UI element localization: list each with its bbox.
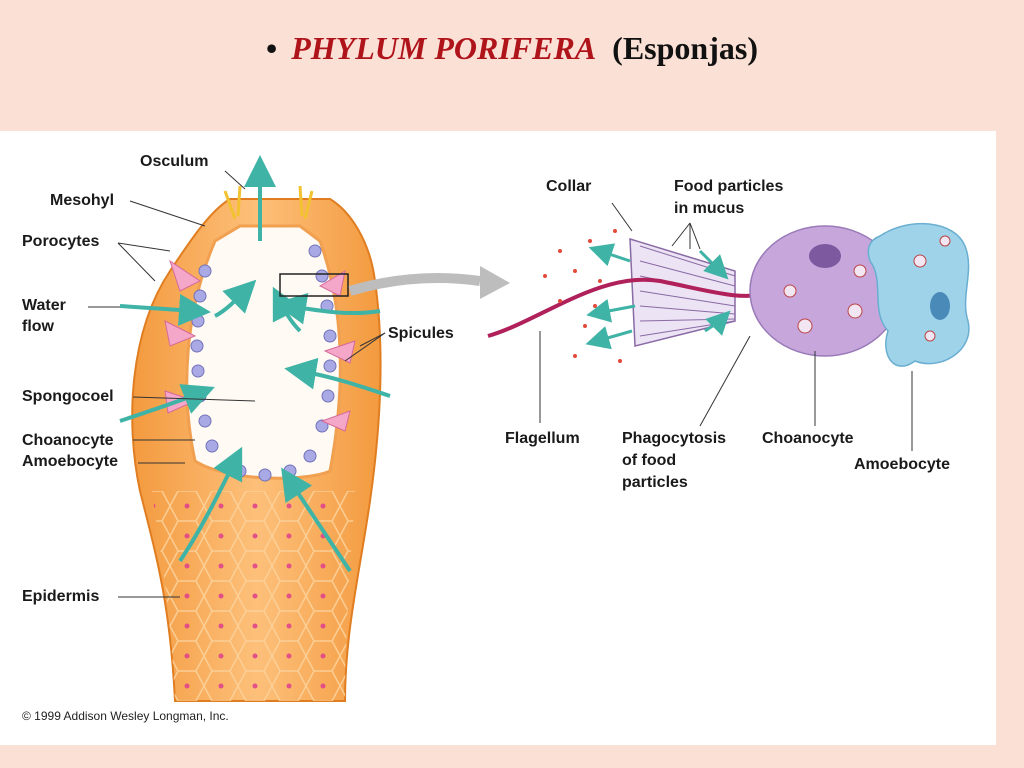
label-flagellum: Flagellum [505, 430, 580, 447]
label-porocytes: Porocytes [22, 233, 100, 250]
label-collar: Collar [546, 178, 592, 195]
label-mesohyl: Mesohyl [50, 192, 115, 209]
copyright-text: © 1999 Addison Wesley Longman, Inc. [22, 709, 229, 723]
label-food-particles-line1: Food particles [674, 178, 784, 195]
label-water-flow-line2: flow [22, 318, 54, 335]
label-spongocoel: Spongocoel [22, 388, 114, 405]
choanocyte-detail [487, 223, 970, 367]
label-spicules: Spicules [388, 325, 454, 342]
label-food-particles-line2: in mucus [674, 200, 745, 217]
title-subtitle: (Esponjas) [612, 30, 758, 66]
label-epidermis: Epidermis [22, 588, 100, 605]
label-osculum: Osculum [140, 153, 209, 170]
label-amoebocyte-left: Amoebocyte [22, 453, 119, 470]
slide-title: • PHYLUM PORIFERA (Esponjas) [0, 30, 1024, 67]
figure-panel: Osculum Mesohyl Porocytes Water flow Spi… [0, 131, 996, 745]
sponge-diagram [88, 155, 970, 702]
label-choanocyte-right: Choanocyte [762, 430, 854, 447]
label-choanocyte-left: Choanocyte [22, 432, 114, 449]
label-amoebocyte-right: Amoebocyte [854, 456, 951, 473]
label-phagocytosis-line1: Phagocytosis [622, 430, 727, 447]
label-phagocytosis-line2: of food [622, 452, 677, 469]
label-water-flow-line1: Water [22, 297, 66, 314]
sponge-body [119, 155, 391, 702]
title-main: PHYLUM PORIFERA [291, 30, 597, 66]
label-phagocytosis-line3: particles [622, 474, 688, 491]
title-bullet: • [266, 30, 278, 66]
